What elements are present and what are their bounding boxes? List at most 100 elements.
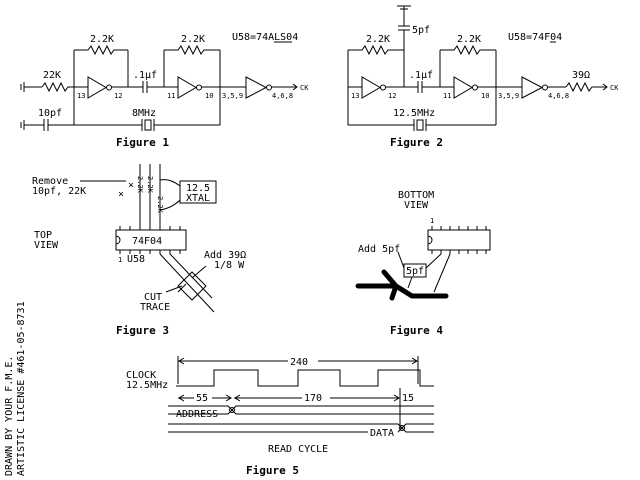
chip-name-label: 74F04 xyxy=(132,236,162,247)
figure-1-caption: Figure 1 xyxy=(116,136,169,149)
cut-line2: TRACE xyxy=(140,302,170,313)
out-ck-label: CK xyxy=(610,84,619,92)
resistor-22k xyxy=(41,81,88,93)
figure-5: CLOCK 12.5MHz 240 55 170 15 ADDRESS xyxy=(126,356,434,477)
pin-11-label: 11 xyxy=(443,92,451,100)
figure-4-caption: Figure 4 xyxy=(390,324,443,337)
crystal-label: 8MHz xyxy=(132,108,156,119)
remove-parts-label: 10pf, 22K xyxy=(32,186,86,197)
pin-10-label: 10 xyxy=(205,92,213,100)
ground-icon xyxy=(20,120,44,130)
pin1-label: 1 xyxy=(118,256,122,264)
r-top-left-label: 2.2K xyxy=(90,34,114,45)
chip-ref-label: U58 xyxy=(127,254,145,265)
pin-10-label: 10 xyxy=(481,92,489,100)
xtal-line2: XTAL xyxy=(186,193,210,204)
pins-468-label: 4,6,8 xyxy=(548,92,569,100)
pins-359-label: 3,5,9 xyxy=(498,92,519,100)
crystal-label: 12.5MHz xyxy=(393,108,435,119)
removed-x-mark: × xyxy=(128,180,134,191)
add-39ohm-line2: 1/8 W xyxy=(214,260,245,271)
chip-pins-bottom xyxy=(119,250,181,254)
chip-pins-top xyxy=(431,226,487,230)
resistor-2k2-d xyxy=(440,44,496,56)
r-input-label: 22K xyxy=(43,70,61,81)
clock-waveform xyxy=(176,369,434,387)
inverter-4 xyxy=(361,76,381,99)
cap-5pf-box xyxy=(403,263,427,278)
figure-5-caption: Figure 5 xyxy=(246,464,299,477)
pin-13-label: 13 xyxy=(77,92,85,100)
chip-pins-bottom xyxy=(431,250,487,254)
address-label: ADDRESS xyxy=(176,409,218,420)
arrow-right-icon xyxy=(292,83,298,91)
inverter-6 xyxy=(521,76,544,99)
top-view-line2: VIEW xyxy=(34,240,59,251)
pins-359-label: 3,5,9 xyxy=(222,92,243,100)
cut-line1: CUT xyxy=(144,292,162,303)
figure-3-caption: Figure 3 xyxy=(116,324,169,337)
r1-label: 2.2K xyxy=(136,176,144,194)
r-out-label: 39Ω xyxy=(572,70,590,81)
inverter-2 xyxy=(177,76,197,99)
ground-icon xyxy=(20,82,42,92)
pin1-label: 1 xyxy=(430,217,434,225)
resistor-2k2-a xyxy=(74,44,128,56)
add-5pf-label: Add 5pf xyxy=(358,244,400,255)
figure-2: 5pf 2.2K 13 12 .1µf 11 10 2.2K 3,5,9 4,6… xyxy=(347,5,619,149)
cap-top-label: 5pf xyxy=(412,25,430,36)
r-top-right-label: 2.2K xyxy=(457,34,481,45)
figure-1: 22K 13 12 2.2K .1µf 11 10 2.2K 3,5,9 4,6… xyxy=(20,32,309,149)
figure-3: Remove 10pf, 22K 2.2K 2.2K 2.2K × × 12.5… xyxy=(32,164,246,337)
r-top-right-label: 2.2K xyxy=(181,34,205,45)
removed-x-mark: × xyxy=(118,189,124,200)
credit-line2: ARTISTIC LICENSE #461-05-8731 xyxy=(16,301,27,476)
xtal-box xyxy=(179,180,217,204)
r3-label: 2.2K xyxy=(156,196,164,214)
read-cycle-label: READ CYCLE xyxy=(268,444,328,455)
t240-label: 240 xyxy=(290,357,308,368)
figure-2-caption: Figure 2 xyxy=(390,136,443,149)
inverter-5 xyxy=(453,76,473,99)
r-top-left-label: 2.2K xyxy=(366,34,390,45)
add-39ohm-line1: Add 39Ω xyxy=(204,250,246,261)
cap-mid-label: .1µf xyxy=(409,70,433,81)
t55-label: 55 xyxy=(196,393,208,404)
cap-box-label: 5pf xyxy=(406,266,424,277)
t170-label: 170 xyxy=(304,393,322,404)
bottom-view-line1: BOTTOM xyxy=(398,190,434,201)
credit-line1: DRAWN BY YOUR F.M.E. xyxy=(4,356,15,476)
added-resistor xyxy=(177,271,207,301)
cap-bottom-label: 10pf xyxy=(38,108,62,119)
clock-line2: 12.5MHz xyxy=(126,380,168,391)
pin-12-label: 12 xyxy=(114,92,122,100)
xtal-line1: 12.5 xyxy=(186,183,210,194)
chip-pins-top xyxy=(119,226,181,230)
bottom-view-line2: VIEW xyxy=(404,200,429,211)
pin-12-label: 12 xyxy=(388,92,396,100)
inverter-1 xyxy=(87,76,107,99)
out-ck-label: CK xyxy=(300,84,309,92)
pins-468-label: 4,6,8 xyxy=(272,92,293,100)
chip-label: U58=74F04 xyxy=(508,32,562,43)
resistor-39ohm xyxy=(565,81,606,93)
r2-label: 2.2K xyxy=(146,176,154,194)
pin-13-label: 13 xyxy=(351,92,359,100)
cap-mid-label: .1µf xyxy=(133,70,157,81)
clock-line1: CLOCK xyxy=(126,370,156,381)
chip-label: U58=74ALS04 xyxy=(232,32,298,43)
chip-74f04 xyxy=(115,229,187,251)
t15-label: 15 xyxy=(402,393,414,404)
remove-label: Remove xyxy=(32,176,68,187)
resistor-2k2-b xyxy=(164,44,220,56)
chip-bottom-view xyxy=(427,229,491,251)
top-view-line1: TOP xyxy=(34,230,52,241)
arrow-right-icon xyxy=(602,83,608,91)
figure-4: BOTTOM VIEW 1 Add 5pf 5pf Figure 4 xyxy=(355,190,491,337)
pcb-trace xyxy=(355,269,449,301)
inverter-3 xyxy=(245,76,268,99)
pin-11-label: 11 xyxy=(167,92,175,100)
resistor-2k2-c xyxy=(348,44,404,56)
